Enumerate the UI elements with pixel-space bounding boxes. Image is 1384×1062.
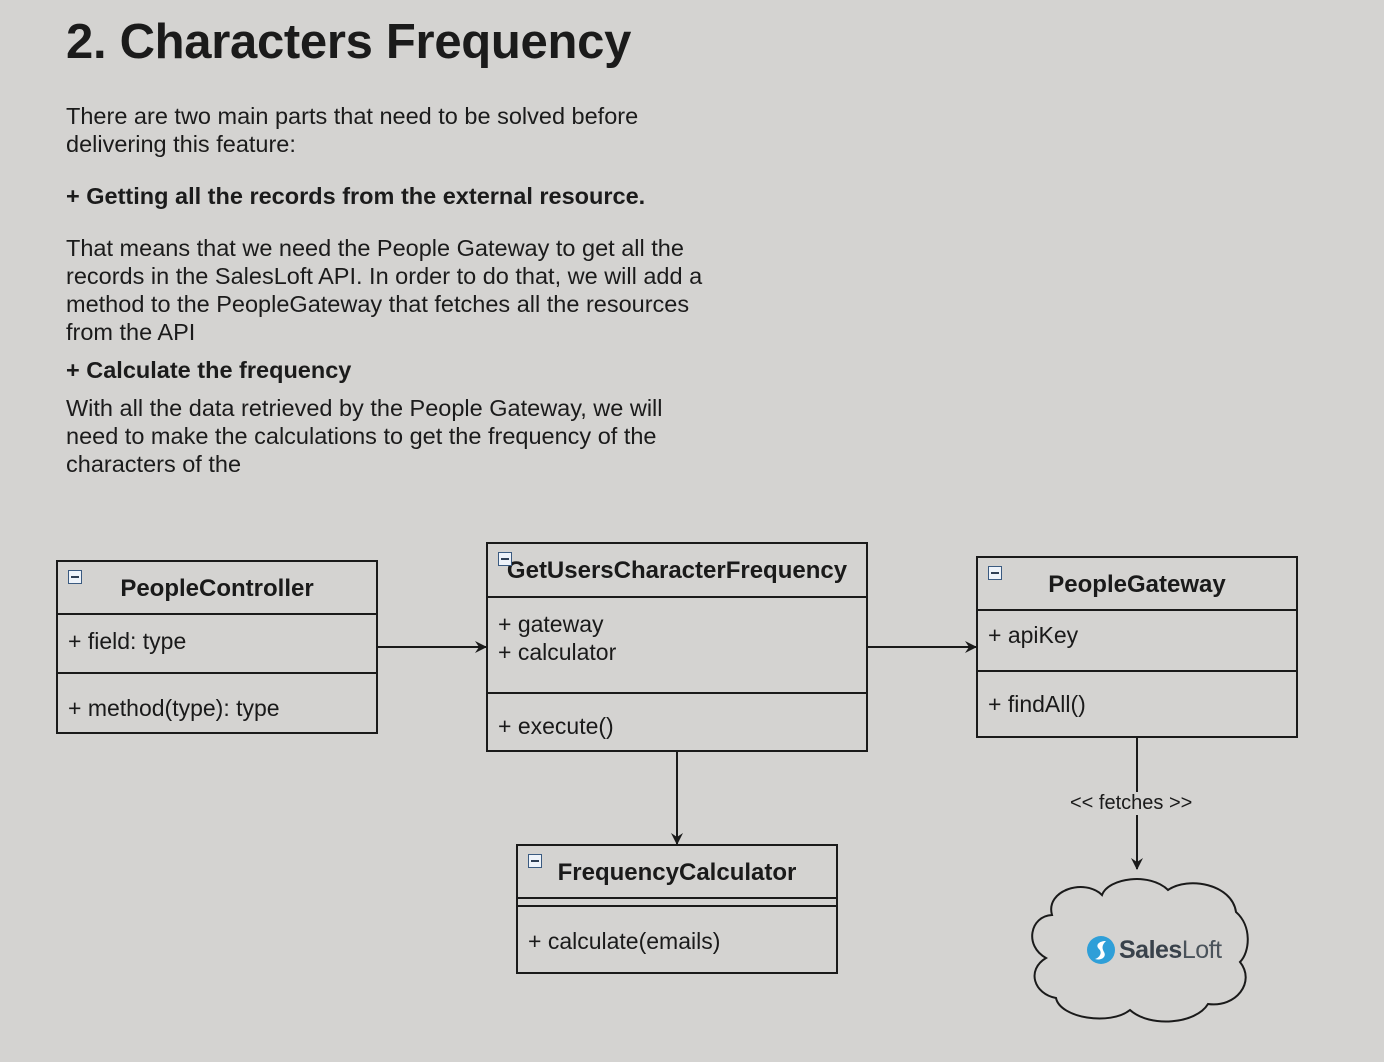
class-frequency-calculator[interactable]: FrequencyCalculator + calculate(emails) <box>516 844 838 974</box>
fetches-label: << fetches >> <box>1068 792 1195 815</box>
class-header: PeopleController <box>58 562 376 615</box>
part1-title: + Getting all the records from the exter… <box>66 183 646 209</box>
class-header: GetUsersCharacterFrequency <box>488 544 866 598</box>
attribute-item: + field: type <box>68 628 187 654</box>
attributes-section <box>518 899 836 907</box>
methods-section: + findAll() <box>978 672 1296 718</box>
methods-section: + calculate(emails) <box>518 907 836 955</box>
collapse-icon[interactable] <box>988 566 1002 580</box>
class-name: GetUsersCharacterFrequency <box>506 557 848 584</box>
intro-text: There are two main parts that need to be… <box>66 103 639 157</box>
class-name: FrequencyCalculator <box>557 859 797 886</box>
attribute-item: + apiKey <box>988 622 1079 648</box>
part2-body: With all the data retrieved by the Peopl… <box>66 395 663 477</box>
class-name: PeopleGateway <box>1048 571 1226 598</box>
class-people-controller[interactable]: PeopleController + field: type + method(… <box>56 560 378 734</box>
attribute-item: + calculator <box>498 639 617 665</box>
class-header: PeopleGateway <box>978 558 1296 611</box>
salesloft-s-icon <box>1087 936 1115 964</box>
part1-body: That means that we need the People Gatew… <box>66 235 703 345</box>
method-item: + calculate(emails) <box>528 928 721 954</box>
collapse-icon[interactable] <box>68 570 82 584</box>
salesloft-logo: SalesLoft <box>1086 934 1222 966</box>
class-name: PeopleController <box>120 575 314 602</box>
methods-section: + method(type): type <box>58 674 376 722</box>
class-get-users-character-frequency[interactable]: GetUsersCharacterFrequency + gateway + c… <box>486 542 868 752</box>
method-item: + execute() <box>498 713 614 739</box>
method-item: + findAll() <box>988 691 1086 717</box>
attribute-item: + gateway <box>498 611 604 637</box>
salesloft-wordmark: SalesLoft <box>1119 935 1222 964</box>
collapse-icon[interactable] <box>528 854 542 868</box>
class-header: FrequencyCalculator <box>518 846 836 899</box>
class-people-gateway[interactable]: PeopleGateway + apiKey + findAll() <box>976 556 1298 738</box>
page-title: 2. Characters Frequency <box>66 15 632 69</box>
part2-title: + Calculate the frequency <box>66 357 352 383</box>
methods-section: + execute() <box>488 694 866 740</box>
collapse-icon[interactable] <box>498 552 512 566</box>
attributes-section: + field: type <box>58 615 376 674</box>
attributes-section: + apiKey <box>978 611 1296 672</box>
cloud-shape <box>1031 878 1249 1023</box>
method-item: + method(type): type <box>68 695 280 721</box>
attributes-section: + gateway + calculator <box>488 598 866 694</box>
